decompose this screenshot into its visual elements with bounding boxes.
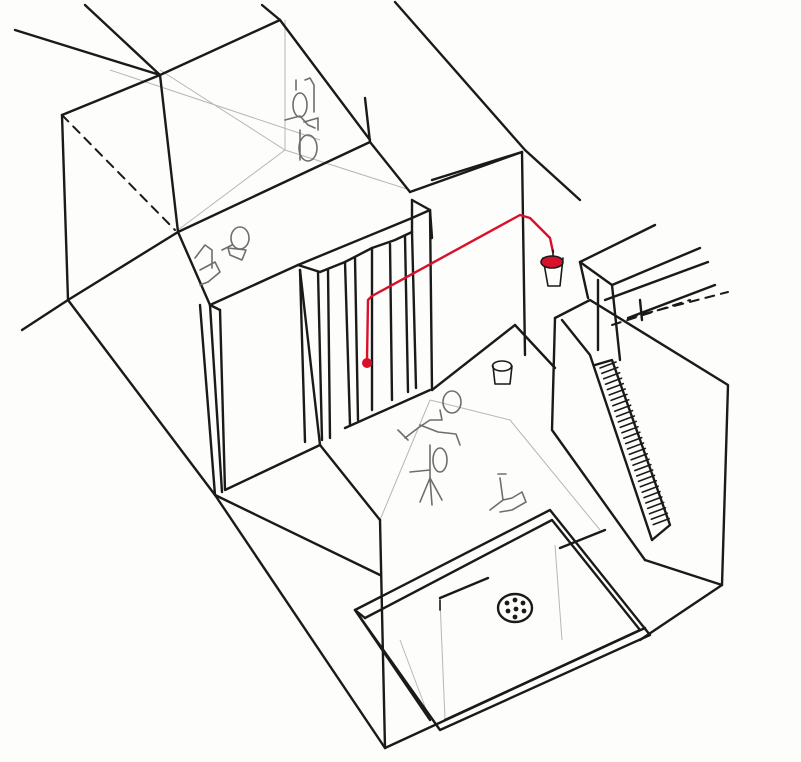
stair-tread <box>615 409 634 418</box>
stair-tread <box>612 399 630 407</box>
stair-tread <box>604 377 623 385</box>
staircase <box>599 361 670 526</box>
left-side-wall <box>20 263 382 577</box>
pencil-guide-lines <box>109 20 601 721</box>
floor <box>213 493 647 750</box>
stair-tread <box>643 490 661 499</box>
stair-tread <box>599 361 617 369</box>
small-camera-icon <box>489 473 527 513</box>
upper-ceiling-box <box>13 0 527 307</box>
stair-tread <box>645 496 663 504</box>
stair-tread <box>626 442 645 450</box>
stair-tread <box>637 474 656 483</box>
stair-tread <box>613 404 632 412</box>
stair-tread <box>641 485 659 493</box>
stair-tread <box>646 501 665 510</box>
trap-door <box>353 508 652 732</box>
stair-tread <box>621 426 639 434</box>
back-wall <box>430 148 582 392</box>
stair-tread <box>619 420 637 429</box>
stair-tread <box>650 512 669 520</box>
stair-tread <box>606 382 625 391</box>
bucket-icon <box>491 360 513 385</box>
stair-tread <box>617 415 636 423</box>
stair-tread <box>630 453 648 461</box>
stair-tread <box>648 507 667 515</box>
stair-tread <box>623 431 641 439</box>
stair-tread <box>610 393 628 402</box>
curtain-panel <box>218 198 434 492</box>
stair-tread <box>602 372 621 380</box>
drain-grate-icon <box>496 592 534 624</box>
projector-figure-icon <box>284 77 319 162</box>
red-lamp-icon <box>540 249 564 287</box>
stair-tread <box>635 469 654 477</box>
stair-tread <box>608 388 626 396</box>
stair-tread <box>624 436 643 445</box>
stair-landing <box>578 223 729 362</box>
stair-tread <box>639 480 658 488</box>
stair-tread <box>652 517 670 526</box>
stair-tread <box>628 447 647 456</box>
stair-tread <box>632 458 650 466</box>
red-pipe <box>362 213 555 368</box>
stair-wall <box>550 298 730 642</box>
person-figure-icon <box>194 226 250 286</box>
stair-tread <box>634 463 652 472</box>
camera-tripod-icon <box>397 390 462 506</box>
stair-tread <box>601 366 619 375</box>
